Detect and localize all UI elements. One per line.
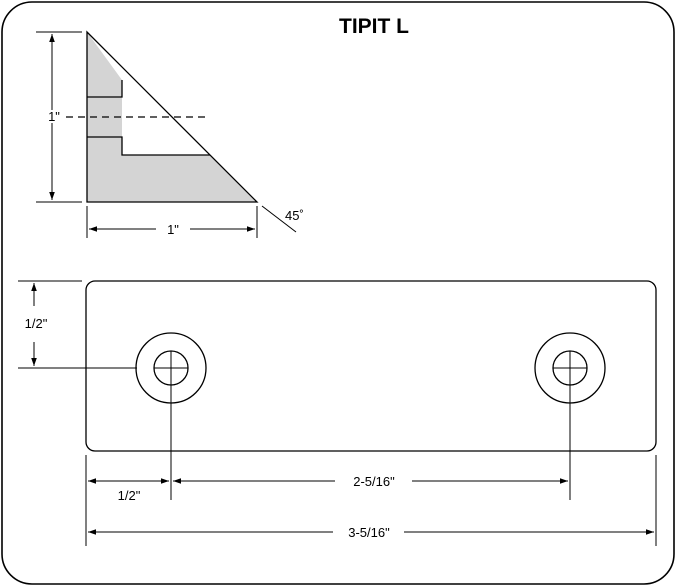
- side-view-triangle-outline: [86, 30, 259, 203]
- plate-outline: [85, 280, 657, 452]
- overall-length-label: 3-5/16": [348, 525, 390, 540]
- height-label: 1": [48, 109, 60, 124]
- hole-offset-y-label: 1/2": [25, 316, 48, 331]
- angle-leader-line: [261, 205, 297, 233]
- hole-spacing-label: 2-5/16": [353, 474, 395, 489]
- hole-offset-x-label: 1/2": [118, 488, 141, 503]
- side-view: 1" 1" 45˚: [36, 30, 304, 238]
- plate-view: 1/2" 1/2" 2-5/16" 3-5/16": [18, 280, 657, 546]
- left-mounting-hole: [135, 332, 207, 500]
- angle-label: 45˚: [285, 208, 304, 223]
- right-mounting-hole: [534, 332, 606, 500]
- drawing-title: TIPIT L: [339, 15, 409, 38]
- width-label: 1": [167, 222, 179, 237]
- side-view-bore-outline-lower: [87, 136, 210, 156]
- side-view-bore-outline: [87, 80, 123, 98]
